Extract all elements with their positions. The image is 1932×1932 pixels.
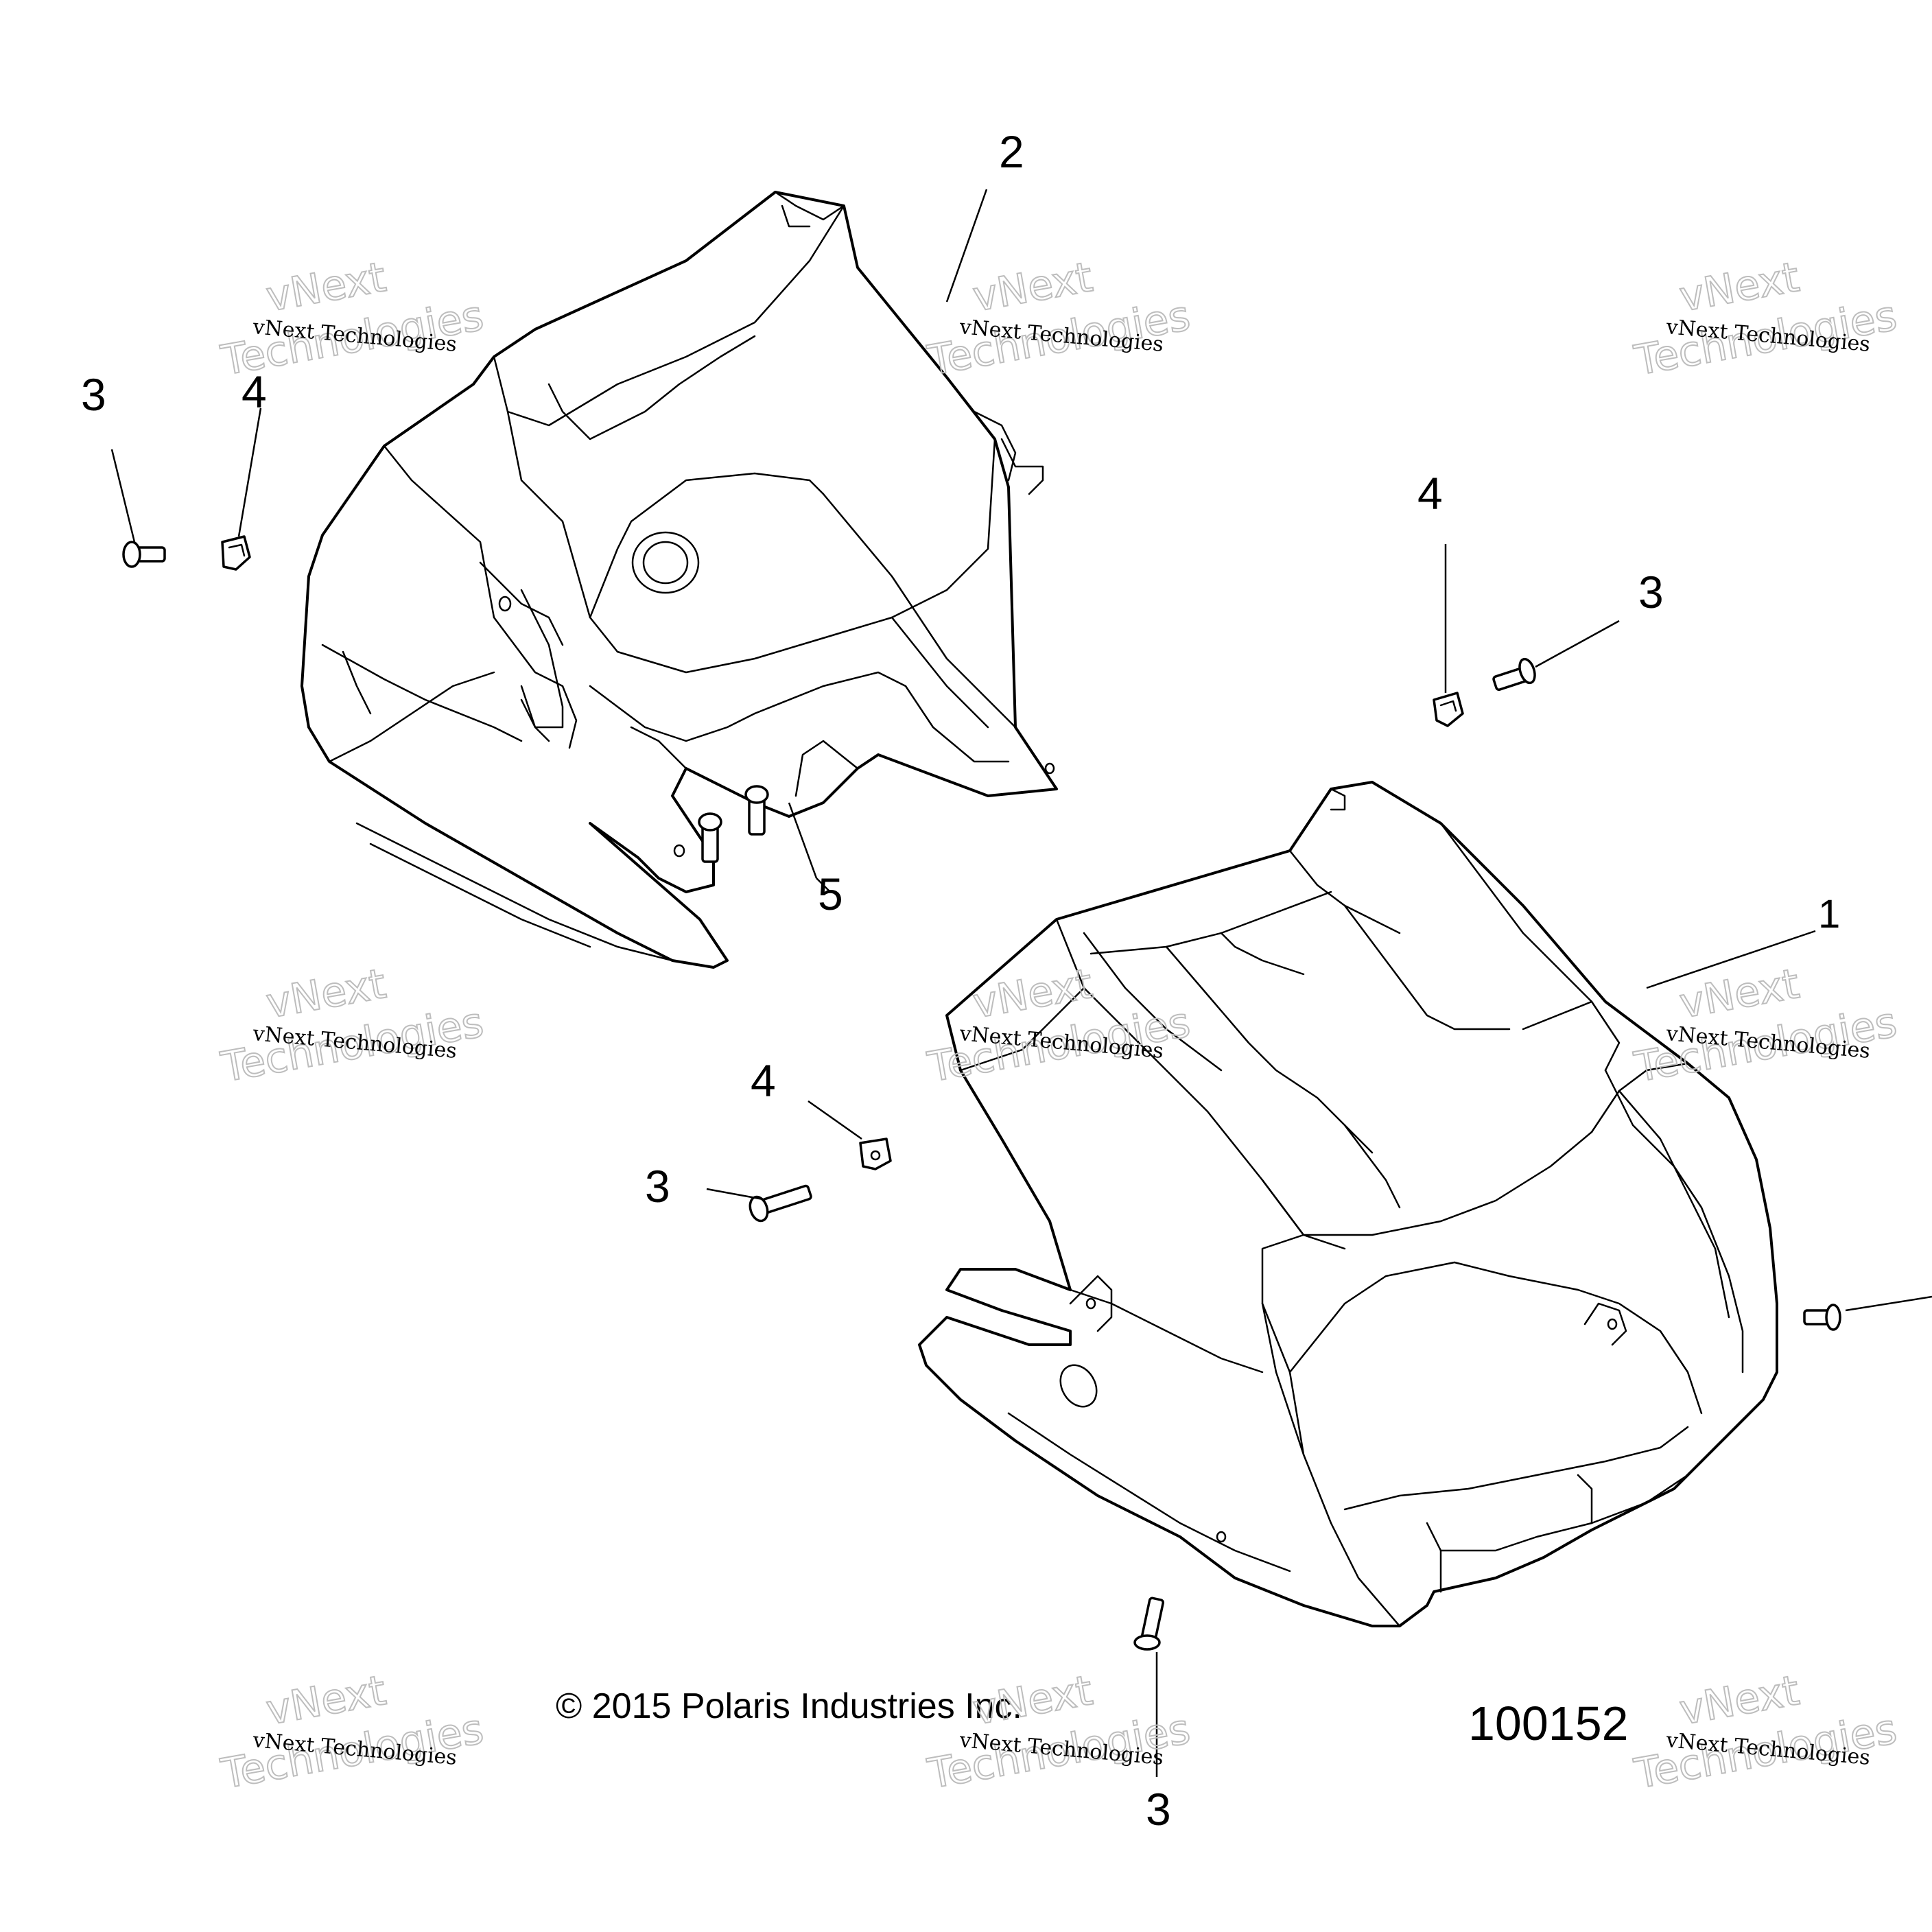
callout-1: 1 [1818, 892, 1840, 936]
callout-3-left: 3 [81, 369, 106, 420]
bolt-3-bottom [1133, 1597, 1165, 1651]
callout-2: 2 [999, 126, 1024, 177]
watermark: vNext Technologies [217, 1666, 488, 1799]
callout-4-right: 4 [1417, 468, 1443, 519]
bolts-5 [698, 785, 769, 863]
watermark: vNext Technologies [217, 959, 488, 1092]
callout-4-left: 4 [242, 366, 267, 417]
clip-4-left [221, 535, 251, 571]
callout-3-bottom: 3 [1146, 1784, 1171, 1835]
clip-4-mid [859, 1138, 892, 1170]
part-1-lower-panel [918, 781, 1778, 1627]
clip-4-right [1433, 692, 1464, 727]
part-2-upper-panel [301, 191, 1058, 969]
callout-3-right: 3 [1638, 567, 1664, 617]
bolt-3-right [1492, 657, 1536, 692]
leader-lines [110, 189, 1932, 1777]
watermark: vNext Technologies [1630, 1666, 1901, 1799]
callout-3-mid: 3 [645, 1161, 670, 1212]
watermark: vNext Technologies [1630, 959, 1901, 1092]
callout-labels: 2 3 4 4 3 5 1 4 3 3 [81, 126, 1840, 1835]
bolt-3-left [122, 541, 166, 568]
watermark: vNext Technologies [1630, 252, 1901, 386]
bolt-right-edge [1803, 1304, 1841, 1331]
callout-5: 5 [818, 869, 843, 919]
watermark: vNext Technologies [923, 252, 1194, 386]
bolt-3-mid [749, 1184, 812, 1223]
figure-number: 100152 [1468, 1697, 1629, 1750]
watermark: vNext Technologies [217, 252, 488, 386]
copyright-notice: © 2015 Polaris Industries Inc. [556, 1686, 1022, 1726]
callout-4-mid: 4 [751, 1055, 776, 1106]
